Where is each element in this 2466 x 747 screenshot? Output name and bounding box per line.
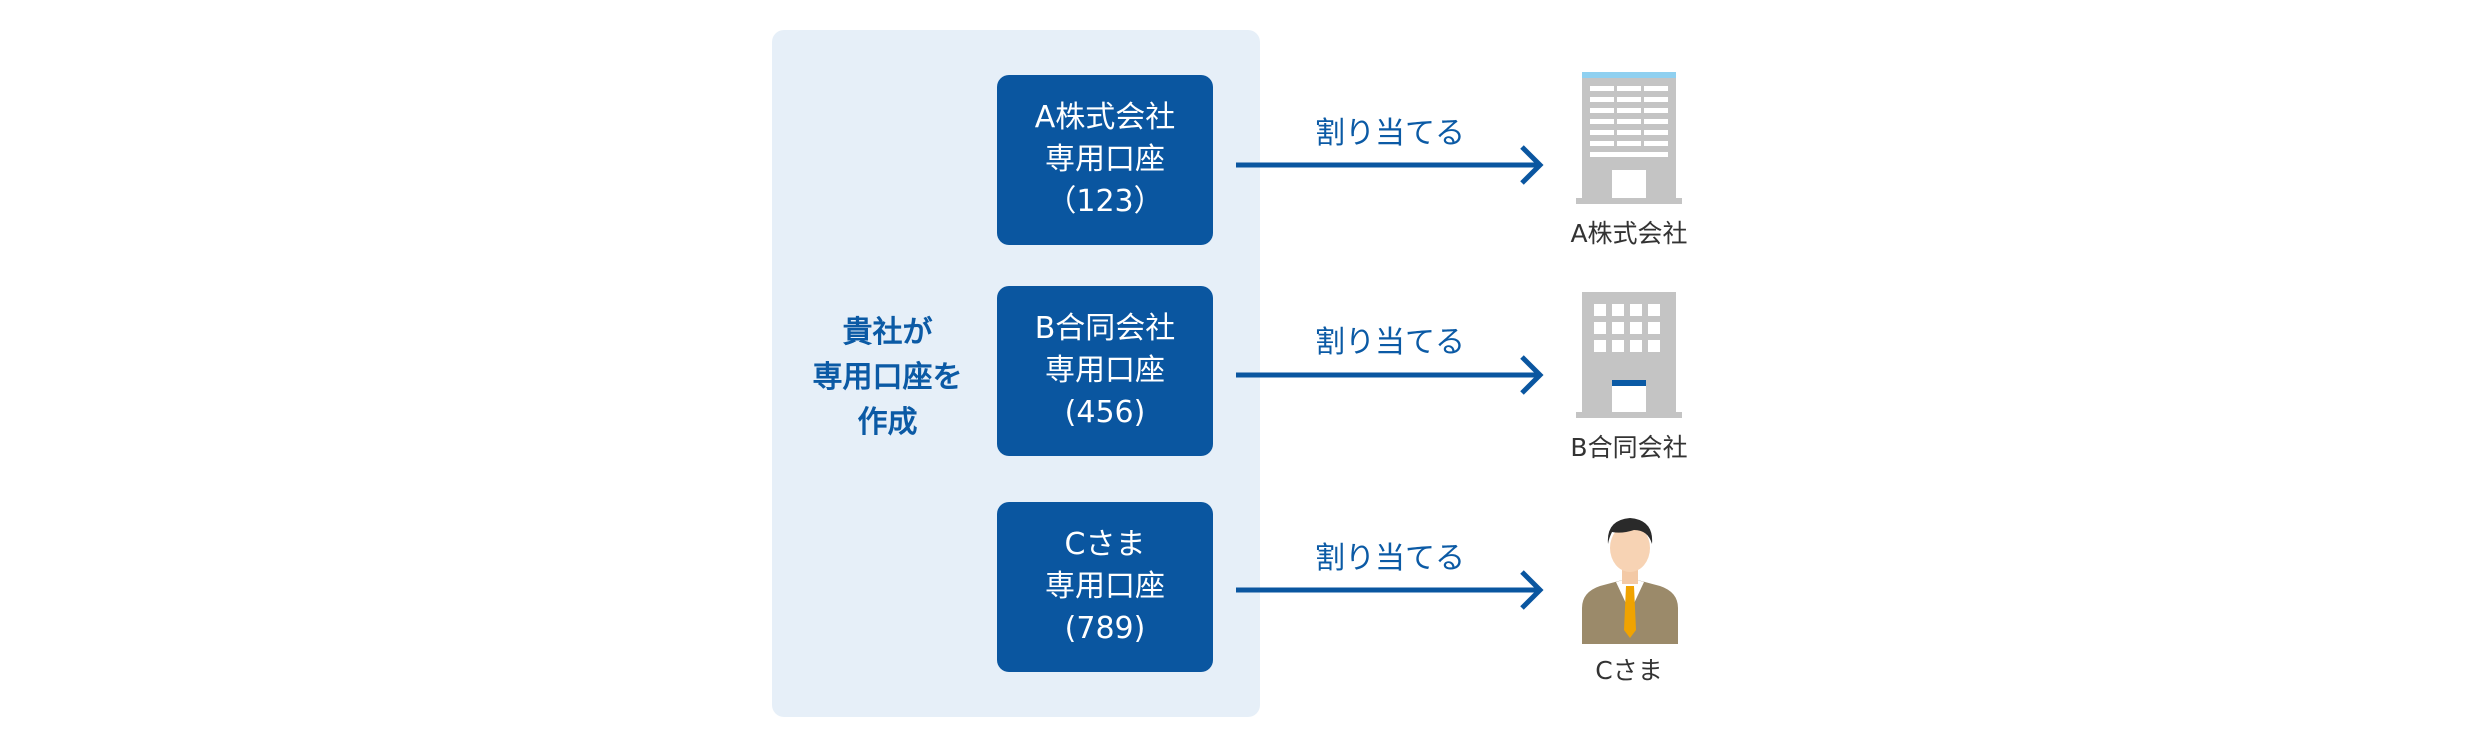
panel-label: 貴社が 専用口座を 作成 bbox=[812, 315, 963, 440]
entity-label-b: B合同会社 bbox=[1570, 433, 1688, 462]
entity-label-a: A株式会社 bbox=[1570, 219, 1688, 248]
arrow-label-c: 割り当てる bbox=[1315, 541, 1465, 576]
person-c-icon bbox=[1578, 512, 1682, 648]
arrow-label-b: 割り当てる bbox=[1315, 325, 1465, 360]
assign-arrow-c bbox=[1236, 570, 1544, 610]
entity-label-c: Cさま bbox=[1595, 656, 1663, 685]
account-box-text: A株式会社 専用口座 （123） bbox=[1034, 100, 1176, 219]
company-a-building-icon bbox=[1572, 70, 1686, 210]
account-box-a: A株式会社 専用口座 （123） bbox=[997, 75, 1213, 245]
company-b-building-icon bbox=[1572, 290, 1686, 424]
assign-arrow-b bbox=[1236, 355, 1544, 395]
account-box-text: B合同会社 専用口座 (456) bbox=[1034, 311, 1176, 430]
account-box-text: Cさま 専用口座 (789) bbox=[1045, 527, 1165, 646]
assign-arrow-a bbox=[1236, 145, 1544, 185]
arrow-label-a: 割り当てる bbox=[1315, 116, 1465, 151]
account-box-b: B合同会社 専用口座 (456) bbox=[997, 286, 1213, 456]
account-box-c: Cさま 専用口座 (789) bbox=[997, 502, 1213, 672]
